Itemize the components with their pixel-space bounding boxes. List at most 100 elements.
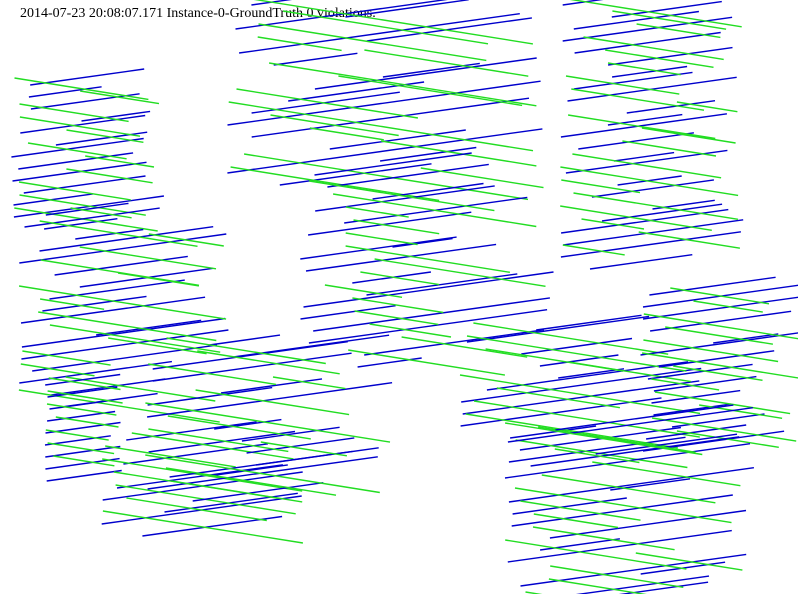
green-segment [572, 153, 722, 179]
blue-segment [220, 378, 323, 394]
blue-segment [45, 202, 129, 216]
blue-segment [246, 437, 355, 454]
blue-segment [47, 386, 118, 398]
green-segment [670, 287, 770, 305]
blue-segment [55, 131, 148, 146]
green-segment [19, 116, 141, 137]
blue-segment [164, 492, 298, 513]
green-segment [19, 103, 129, 123]
blue-segment [13, 193, 93, 206]
blue-segment [227, 128, 543, 174]
blue-segment [560, 231, 741, 258]
blue-segment [235, 0, 448, 30]
blue-segment [308, 309, 548, 344]
blue-segment [595, 433, 738, 455]
blue-segment [123, 443, 268, 465]
blue-segment [563, 219, 744, 246]
green-segment [520, 500, 641, 521]
blue-segment [530, 436, 740, 467]
green-segment [560, 166, 739, 197]
green-segment [324, 284, 403, 298]
blue-segment [21, 317, 226, 348]
green-segment [636, 23, 721, 39]
blue-segment [671, 413, 765, 428]
green-segment [374, 258, 546, 287]
green-segment [39, 298, 105, 310]
green-segment [550, 565, 684, 588]
green-segment [465, 413, 679, 449]
green-segment [70, 207, 132, 219]
blue-segment [617, 175, 682, 186]
green-segment [270, 114, 399, 137]
blue-segment [589, 254, 693, 270]
green-segment [117, 272, 200, 287]
green-segment [401, 336, 528, 358]
blue-segment [560, 113, 727, 138]
blue-segment [578, 132, 694, 150]
blue-segment [39, 226, 214, 252]
green-segment [641, 352, 798, 379]
blue-segment [49, 399, 112, 410]
green-segment [145, 454, 380, 494]
green-segment [466, 335, 687, 372]
blue-segment [152, 341, 348, 370]
blue-segment [75, 228, 144, 240]
blue-segment [608, 46, 733, 66]
blue-segment [45, 373, 121, 386]
blue-segment [601, 203, 723, 222]
green-segment [55, 416, 119, 428]
blue-segment [366, 17, 532, 42]
blue-segment [273, 52, 358, 66]
green-segment [47, 390, 123, 404]
green-segment [459, 374, 701, 415]
blue-segment [612, 65, 688, 78]
blue-segment [618, 581, 709, 594]
blue-segment [28, 86, 102, 98]
green-segment [354, 310, 439, 326]
blue-segment [591, 179, 714, 198]
green-segment [673, 365, 763, 381]
green-segment [473, 400, 700, 438]
green-segment [49, 324, 221, 353]
blue-segment [116, 464, 283, 489]
blue-segment [30, 93, 140, 110]
green-segment [102, 458, 303, 492]
green-segment [548, 578, 647, 594]
blue-segment [303, 271, 554, 308]
blue-segment [653, 375, 757, 392]
blue-segment [510, 425, 597, 439]
green-segment [676, 430, 779, 448]
blue-segment [647, 363, 753, 380]
blue-segment [466, 315, 650, 343]
green-segment [14, 207, 158, 232]
green-segment [80, 90, 160, 105]
green-segment [581, 218, 645, 230]
blue-segment [364, 329, 544, 356]
blue-segment [54, 255, 188, 276]
green-segment [309, 180, 495, 212]
green-segment [145, 402, 391, 443]
green-segment [260, 441, 348, 457]
blue-segment [646, 424, 747, 440]
blue-segment [653, 403, 732, 416]
green-segment [592, 461, 741, 487]
green-segment [514, 487, 732, 524]
blue-segment [314, 152, 472, 176]
blue-segment [574, 31, 721, 54]
green-segment [569, 0, 742, 28]
green-segment [48, 377, 121, 391]
green-segment [473, 322, 669, 355]
blue-segment [573, 71, 693, 90]
blue-segment [372, 182, 484, 200]
blue-segment [508, 467, 754, 503]
green-segment [654, 391, 791, 415]
blue-segment [147, 382, 393, 418]
blue-segment [313, 297, 550, 332]
green-segment [108, 337, 207, 355]
green-segment [338, 75, 523, 107]
green-segment [228, 101, 534, 152]
green-segment [18, 285, 227, 320]
green-segment [148, 233, 224, 247]
green-segment [352, 297, 444, 314]
green-segment [131, 432, 294, 460]
